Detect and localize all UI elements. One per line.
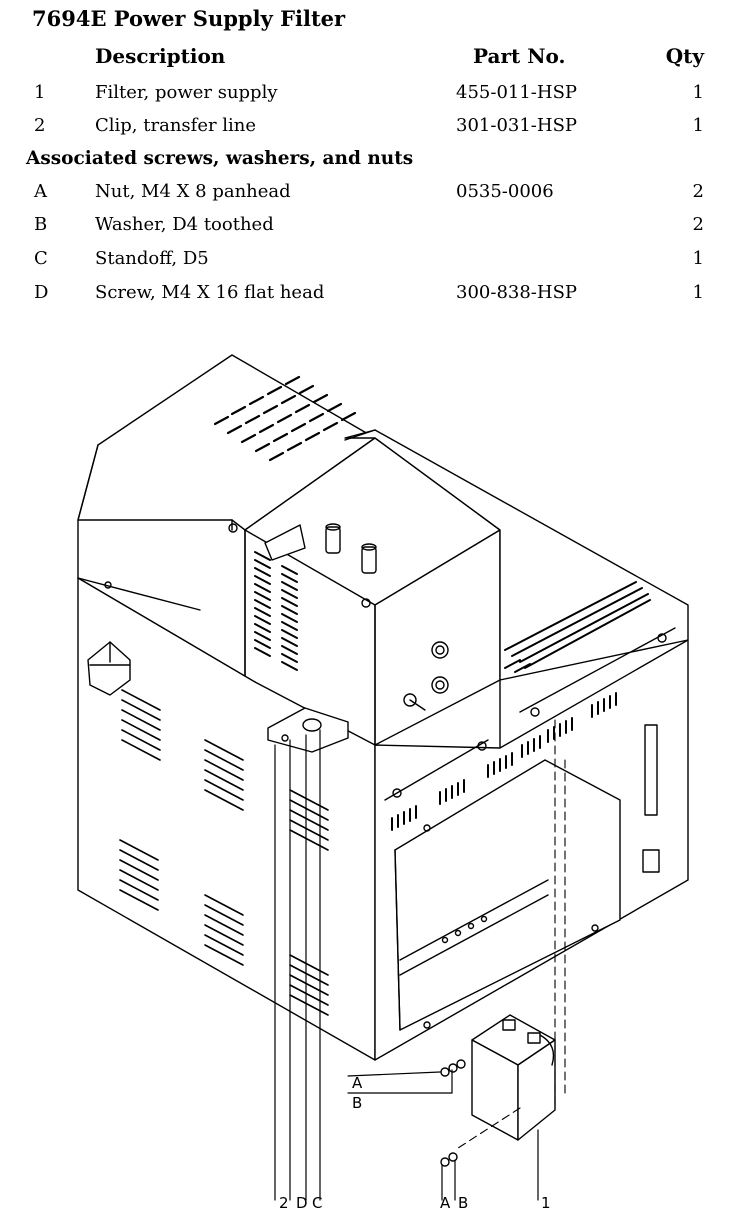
row-part-no: 301-031-HSP (456, 115, 578, 136)
callout-b-bottom: B (458, 1194, 468, 1212)
page-title: 7694E Power Supply Filter (32, 6, 346, 31)
power-supply-filter (471, 1014, 556, 1141)
table-row: D Screw, M4 X 16 flat head 300-838-HSP 1 (0, 282, 730, 312)
lower-vent-slots (119, 689, 329, 1016)
callout-b-side: B (352, 1094, 362, 1112)
header-description: Description (95, 44, 226, 68)
header-part-no: Part No. (473, 44, 566, 68)
table-row: A Nut, M4 X 8 panhead 0535-0006 2 (0, 181, 730, 211)
row-qty: 1 (692, 282, 704, 303)
top-vent-slots (213, 375, 357, 462)
hardware-nuts-washers (440, 1059, 466, 1167)
table-header: Description Part No. Qty (0, 44, 730, 74)
lower-housing (77, 577, 376, 1061)
row-qty: 1 (692, 82, 704, 103)
side-vent-slots (254, 551, 298, 671)
row-index: 1 (34, 82, 46, 103)
table-row: 1 Filter, power supply 455-011-HSP 1 (0, 82, 730, 112)
row-description: Standoff, D5 (95, 248, 209, 269)
row-qty: 1 (692, 248, 704, 269)
frame-vent-slots (391, 692, 617, 831)
callout-a-side: A (352, 1074, 363, 1092)
row-description: Clip, transfer line (95, 115, 257, 136)
row-index: 2 (34, 115, 46, 136)
row-part-no: 455-011-HSP (456, 82, 578, 103)
callout-2: 2 (279, 1194, 289, 1212)
table-row: 2 Clip, transfer line 301-031-HSP 1 (0, 115, 730, 145)
header-qty: Qty (665, 44, 704, 68)
row-description: Washer, D4 toothed (95, 214, 274, 235)
control-knobs (264, 523, 377, 574)
row-description: Screw, M4 X 16 flat head (95, 282, 325, 303)
callout-1: 1 (541, 1194, 551, 1212)
row-qty: 2 (692, 214, 704, 235)
row-qty: 2 (692, 181, 704, 202)
row-index: A (34, 181, 47, 202)
callout-leaders (347, 1069, 539, 1201)
callout-c: C (312, 1194, 322, 1212)
row-description: Nut, M4 X 8 panhead (95, 181, 291, 202)
row-index: B (34, 214, 48, 235)
callout-d: D (296, 1194, 308, 1212)
row-index: D (34, 282, 49, 303)
box-connectors (403, 641, 449, 711)
leader-lines-left (274, 729, 321, 1201)
row-part-no: 300-838-HSP (456, 282, 578, 303)
transfer-line-clip (267, 707, 349, 753)
table-row: C Standoff, D5 1 (0, 248, 730, 278)
section-title: Associated screws, washers, and nuts (26, 148, 414, 169)
row-description: Filter, power supply (95, 82, 278, 103)
row-qty: 1 (692, 115, 704, 136)
lower-frame (374, 627, 689, 1061)
right-vent-slots (504, 581, 651, 673)
row-index: C (34, 248, 48, 269)
row-part-no: 0535-0006 (456, 181, 554, 202)
callout-a-bottom: A (440, 1194, 451, 1212)
table-row: B Washer, D4 toothed 2 (0, 214, 730, 244)
hidden-lines (454, 719, 566, 1151)
side-knob (87, 641, 131, 696)
